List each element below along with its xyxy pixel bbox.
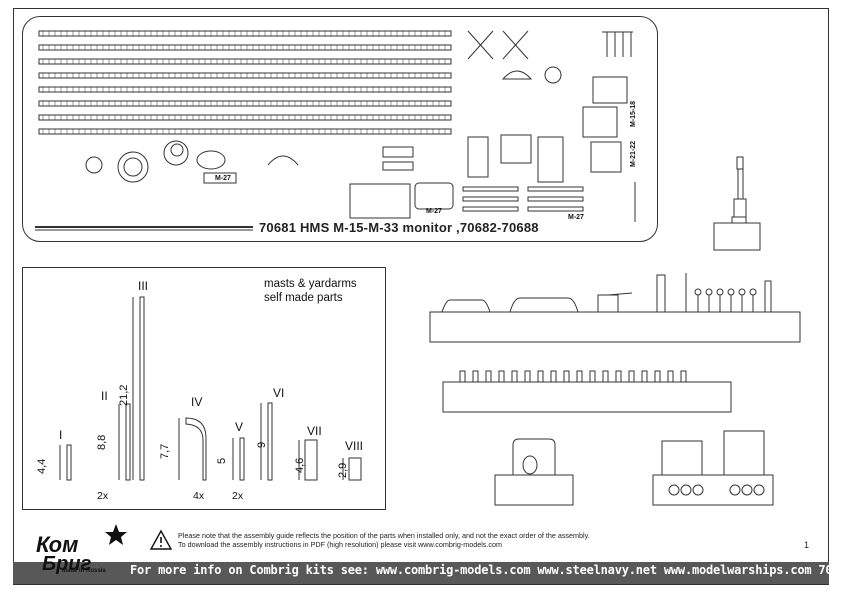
panel-title-line2: self made parts <box>264 292 343 304</box>
stanchion-head <box>716 288 724 296</box>
small-bar <box>462 186 519 192</box>
assembly-drawings <box>429 273 801 506</box>
part-length-ii: 8,8 <box>96 434 108 450</box>
stanchion-head <box>749 288 757 296</box>
deck-fitting <box>641 370 648 383</box>
part-label-i: I <box>59 428 63 442</box>
deck-fitting <box>680 370 687 383</box>
deck-fitting <box>667 370 674 383</box>
part-label-vii: VII <box>307 424 322 438</box>
railing-strip <box>38 58 452 65</box>
part-label-v: V <box>235 420 244 434</box>
part-length-viii: 2,9 <box>337 462 349 478</box>
label-m27-a: M-27 <box>215 175 231 182</box>
panel-title-line1: masts & yardarms <box>264 278 357 290</box>
assembly-notice: Please note that the assembly guide refl… <box>178 531 590 549</box>
label-m27-b: M-27 <box>426 208 442 215</box>
deck-fitting <box>550 370 557 383</box>
warning-icon <box>149 529 173 550</box>
railing-strip <box>38 114 452 121</box>
deck-fitting <box>498 370 505 383</box>
small-bar-parts <box>462 186 584 212</box>
part-length-vii: 4,6 <box>294 457 306 473</box>
made-in-russia: Made in Russia <box>62 568 106 574</box>
part-length-iii: 21,2 <box>118 384 130 406</box>
part-label-iii: III <box>138 279 149 293</box>
part-qty-iv: 4x <box>193 490 205 502</box>
stanchion-head <box>727 288 735 296</box>
small-bar <box>527 186 584 192</box>
part-qty-ii: 2x <box>97 490 109 502</box>
deck-fitting <box>511 370 518 383</box>
footer-bar <box>13 562 829 584</box>
logo-line2: Бриг <box>42 553 92 575</box>
page-number: 1 <box>804 540 810 550</box>
part-label-ii: II <box>101 389 108 403</box>
part-label-viii: VIII <box>345 439 364 453</box>
label-m21-22: M-21-22 <box>630 141 637 167</box>
logo-line1: Ком <box>36 532 78 557</box>
part-label-iv: IV <box>191 395 203 409</box>
small-bar <box>462 196 519 202</box>
stanchion-head <box>705 288 713 296</box>
notice-line2: To download the assembly instructions in… <box>178 540 502 549</box>
deck-fitting <box>576 370 583 383</box>
deck-fitting <box>485 370 492 383</box>
small-bar <box>527 196 584 202</box>
part-length-vi: 9 <box>256 441 268 448</box>
small-bar <box>462 206 519 212</box>
label-m27-c: M-27 <box>568 214 584 221</box>
railing-strip <box>38 86 452 93</box>
railing-strip <box>38 100 452 107</box>
label-m15-18: M-15-18 <box>630 101 637 127</box>
deck-fitting <box>459 370 466 383</box>
part-length-v: 5 <box>216 457 228 464</box>
part-length-i: 4,4 <box>36 458 48 474</box>
part-qty-v: 2x <box>232 490 244 502</box>
stanchion-head <box>738 288 746 296</box>
deck-fitting <box>563 370 570 383</box>
railing-strip <box>38 128 452 135</box>
notice-line1: Please note that the assembly guide refl… <box>178 531 590 540</box>
deck-fitting <box>472 370 479 383</box>
railing-strip <box>38 30 452 37</box>
small-bar <box>527 206 584 212</box>
part-length-iv: 7,7 <box>159 443 171 459</box>
deck-fitting <box>589 370 596 383</box>
gun-mount-drawing <box>713 156 761 251</box>
deck-fitting <box>654 370 661 383</box>
railing-strips <box>38 30 452 135</box>
fret-caption: 70681 HMS M-15-M-33 monitor ,70682-70688 <box>259 220 539 235</box>
masts-yardarms-panel: masts & yardarms self made parts <box>22 267 386 510</box>
deck-fitting <box>615 370 622 383</box>
deck-fitting <box>524 370 531 383</box>
panel-title: masts & yardarms self made parts <box>264 277 357 305</box>
fret-parts-drawing: M-27 M-27 M-27 M-21-22 M-15-18 <box>35 30 637 231</box>
railing-strip <box>38 72 452 79</box>
deck-fitting <box>602 370 609 383</box>
photo-etch-fret: M-27 M-27 M-27 M-21-22 M-15-18 70681 HMS… <box>22 16 658 242</box>
combrig-logo: Ком Бриг <box>36 524 127 575</box>
railing-strip <box>38 44 452 51</box>
cross-parts <box>467 30 529 60</box>
deck-fitting <box>628 370 635 383</box>
mast-parts-drawing <box>59 296 362 481</box>
footer-info-text: For more info on Combrig kits see: www.c… <box>130 563 842 577</box>
stanchion-head <box>694 288 702 296</box>
page-frame <box>13 8 829 585</box>
deck-fitting <box>537 370 544 383</box>
part-label-vi: VI <box>273 386 285 400</box>
